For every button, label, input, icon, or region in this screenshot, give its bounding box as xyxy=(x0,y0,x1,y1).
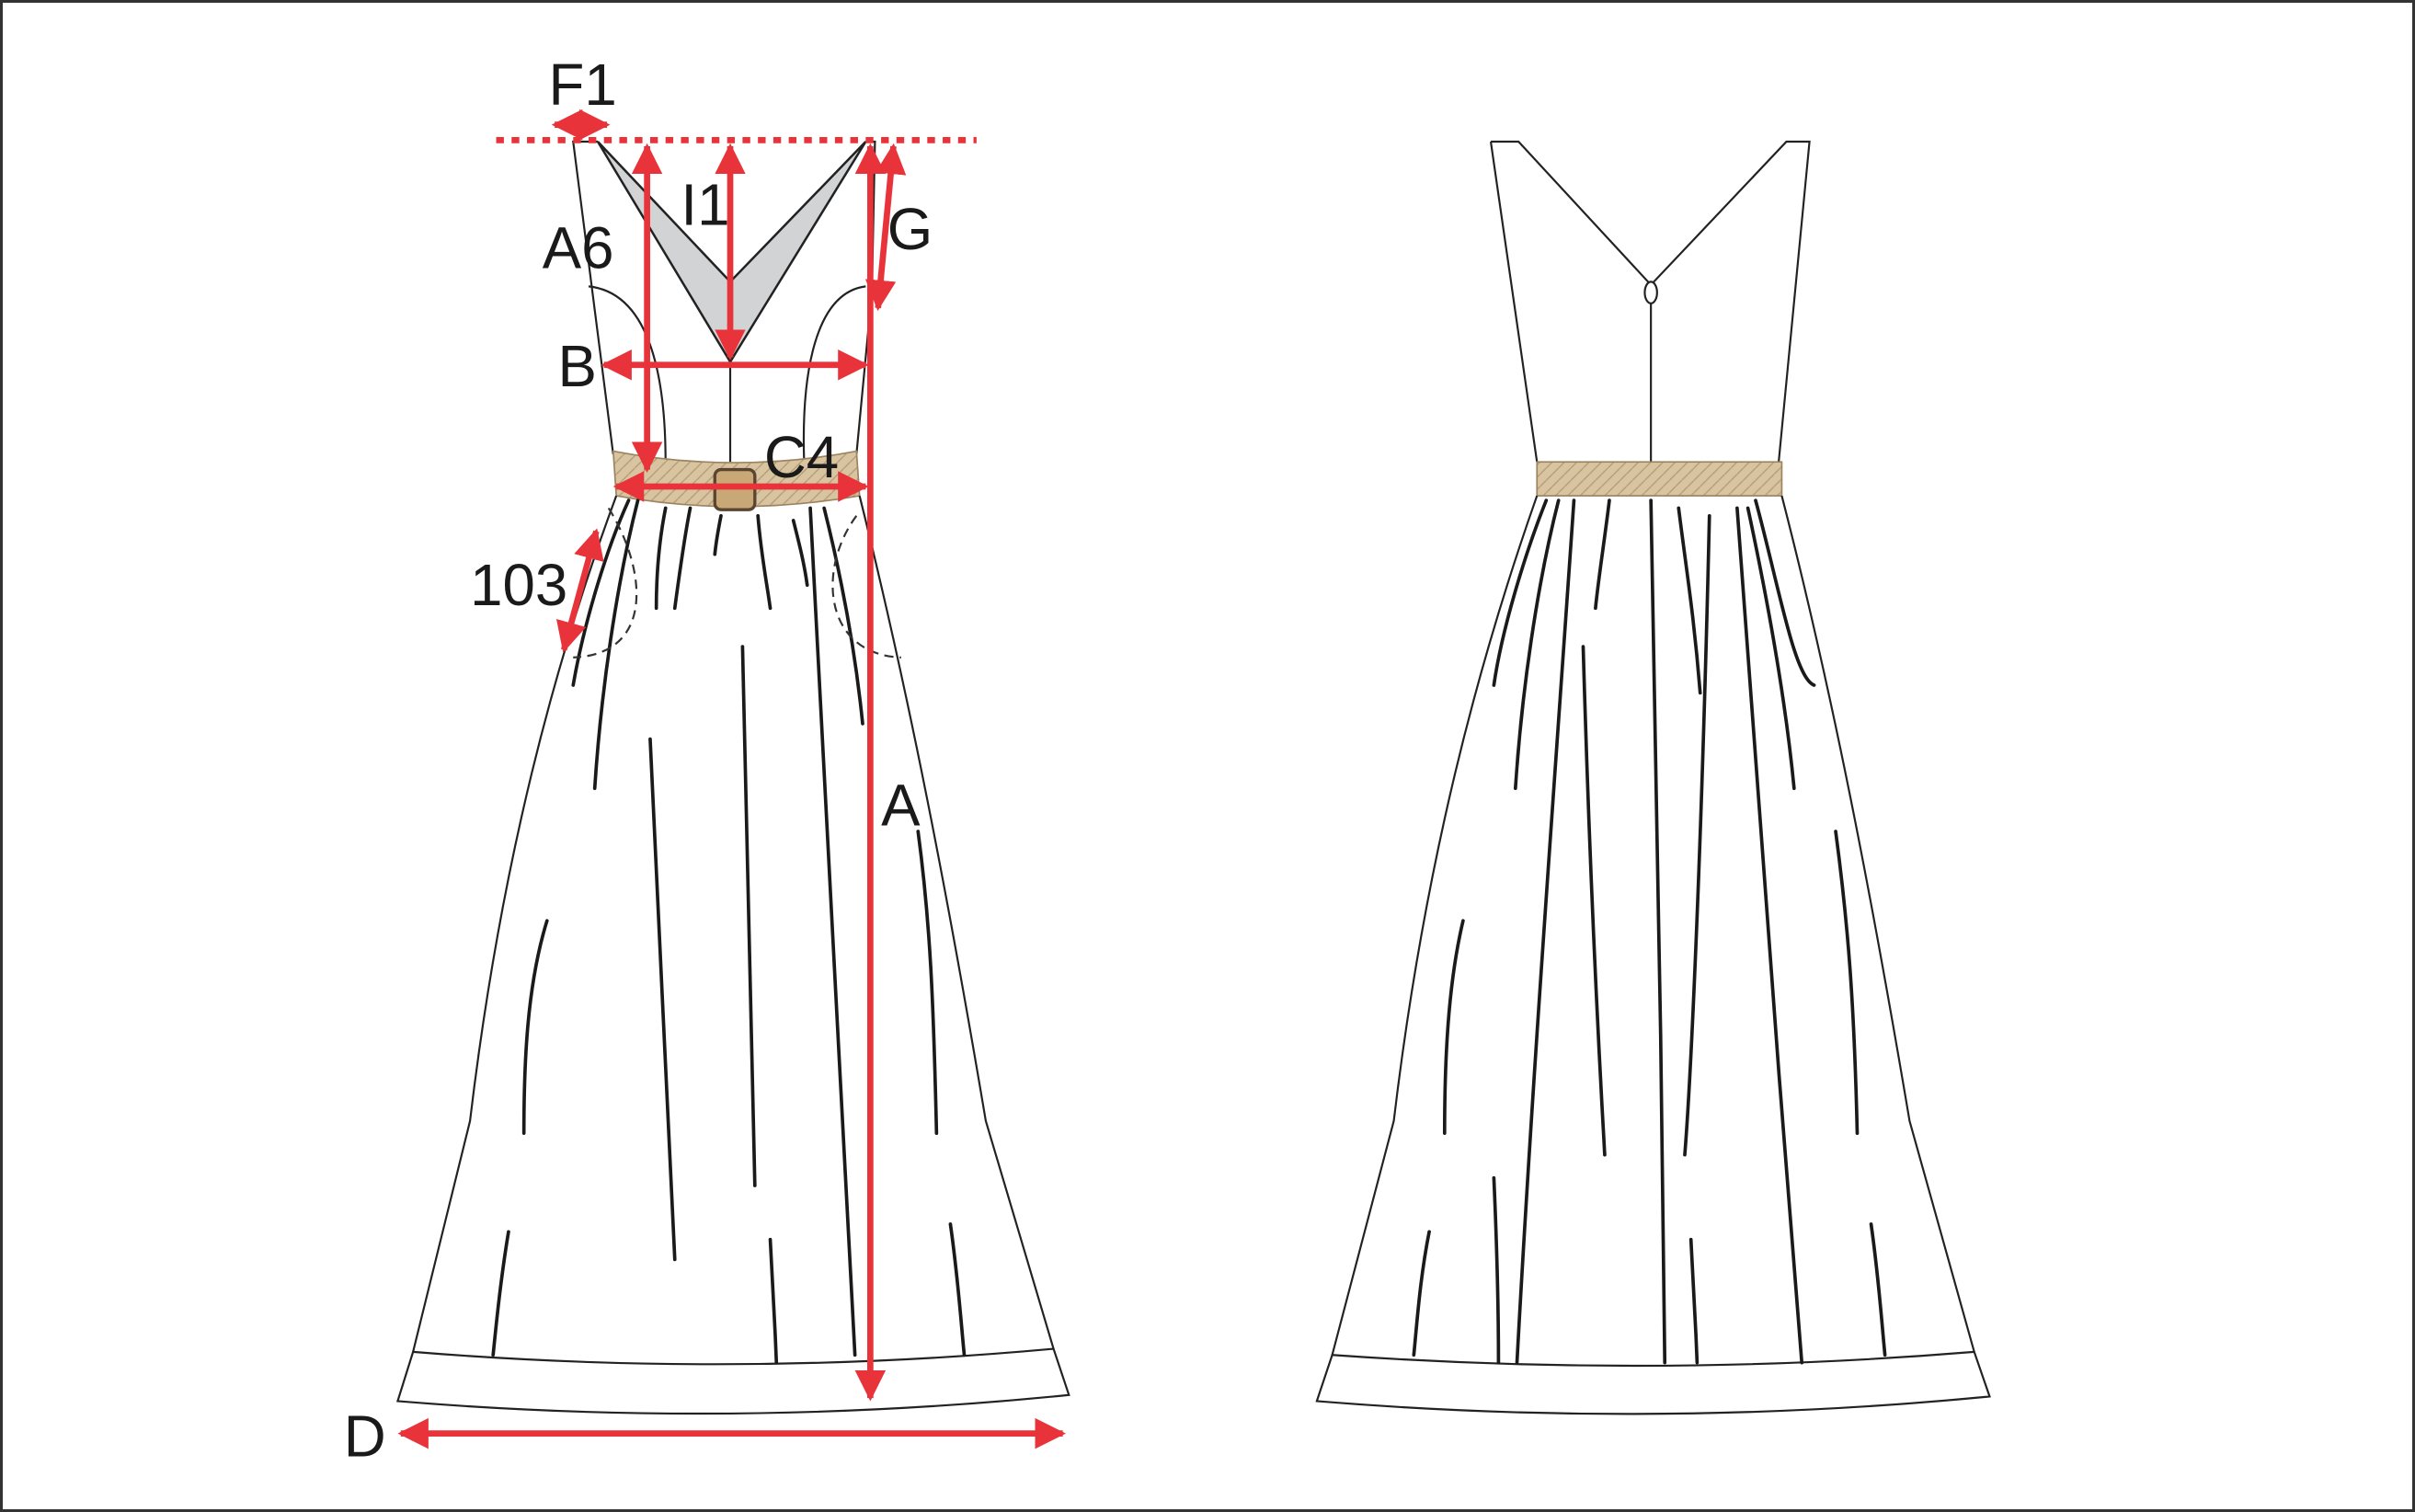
skirt-outline xyxy=(412,495,1055,1353)
label-C4: C4 xyxy=(764,425,839,490)
label-A6: A6 xyxy=(543,215,614,281)
keyhole-button xyxy=(1643,281,1658,304)
label-A: A xyxy=(881,773,921,838)
back-dress xyxy=(1315,140,1991,1415)
hem-band xyxy=(395,1347,1070,1415)
label-G: G xyxy=(887,197,933,262)
label-F1: F1 xyxy=(548,52,616,118)
label-D: D xyxy=(344,1404,386,1470)
armhole-right xyxy=(802,285,866,463)
label-I1: I1 xyxy=(681,172,729,237)
arrow-103 xyxy=(555,528,604,653)
skirt-folds xyxy=(491,498,967,1365)
armhole-left xyxy=(588,285,667,463)
measurements: F1 I1 A6 G B C4 103 A D xyxy=(344,52,1066,1470)
label-B: B xyxy=(558,334,597,399)
back-bodice-outline xyxy=(1489,140,1811,463)
back-skirt-outline xyxy=(1331,495,1975,1356)
back-hem-band xyxy=(1315,1350,1991,1415)
belt-back xyxy=(1536,461,1783,497)
label-103: 103 xyxy=(470,553,567,618)
back-skirt-folds xyxy=(1412,498,1887,1365)
